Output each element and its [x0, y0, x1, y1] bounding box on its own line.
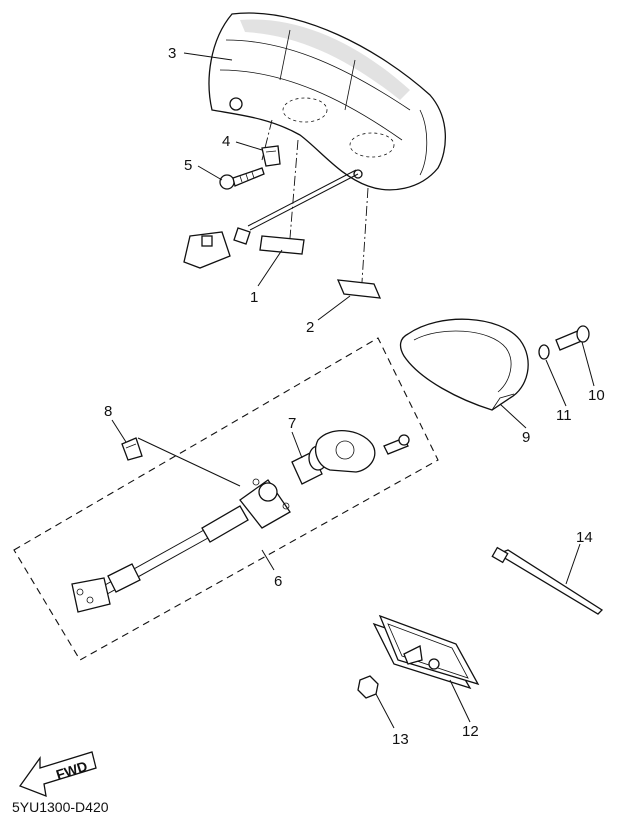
- clip-nut: [261, 145, 281, 167]
- centerline-4: [261, 119, 273, 161]
- centerline-2: [361, 187, 369, 283]
- diagram-code: 5YU1300-D420: [12, 799, 109, 815]
- callout-2: 2: [306, 319, 314, 336]
- tail-wiring: [183, 169, 359, 269]
- nut-13: [357, 675, 379, 699]
- callout-10: 10: [588, 387, 605, 404]
- damper-1: [259, 235, 305, 255]
- callout-13: 13: [392, 731, 409, 748]
- clip-8: [121, 437, 143, 461]
- lamp-holder: [315, 429, 410, 473]
- fwd-arrow: FWD: [18, 751, 97, 798]
- callout-8: 8: [104, 403, 112, 420]
- callout-7: 7: [288, 415, 296, 432]
- tail-cover: [208, 12, 446, 191]
- cable-tie: [491, 546, 604, 615]
- leader-lines: [111, 52, 595, 729]
- screw-10: [555, 325, 590, 351]
- centerline-1: [289, 139, 299, 239]
- callout-9: 9: [522, 429, 530, 446]
- tail-light-lens: [399, 318, 529, 411]
- callout-3: 3: [168, 45, 176, 62]
- screw-5: [219, 167, 265, 190]
- socket-cord: [71, 478, 291, 613]
- callout-12: 12: [462, 723, 479, 740]
- washer-11: [538, 344, 550, 360]
- callout-1: 1: [250, 289, 258, 306]
- damper-2: [336, 279, 382, 299]
- callout-11: 11: [556, 407, 572, 424]
- callout-6: 6: [274, 573, 282, 590]
- callout-5: 5: [184, 157, 192, 174]
- callout-4: 4: [222, 133, 230, 150]
- callout-14: 14: [576, 529, 593, 546]
- assembly-boundary: [13, 337, 439, 661]
- reflector: [372, 614, 480, 690]
